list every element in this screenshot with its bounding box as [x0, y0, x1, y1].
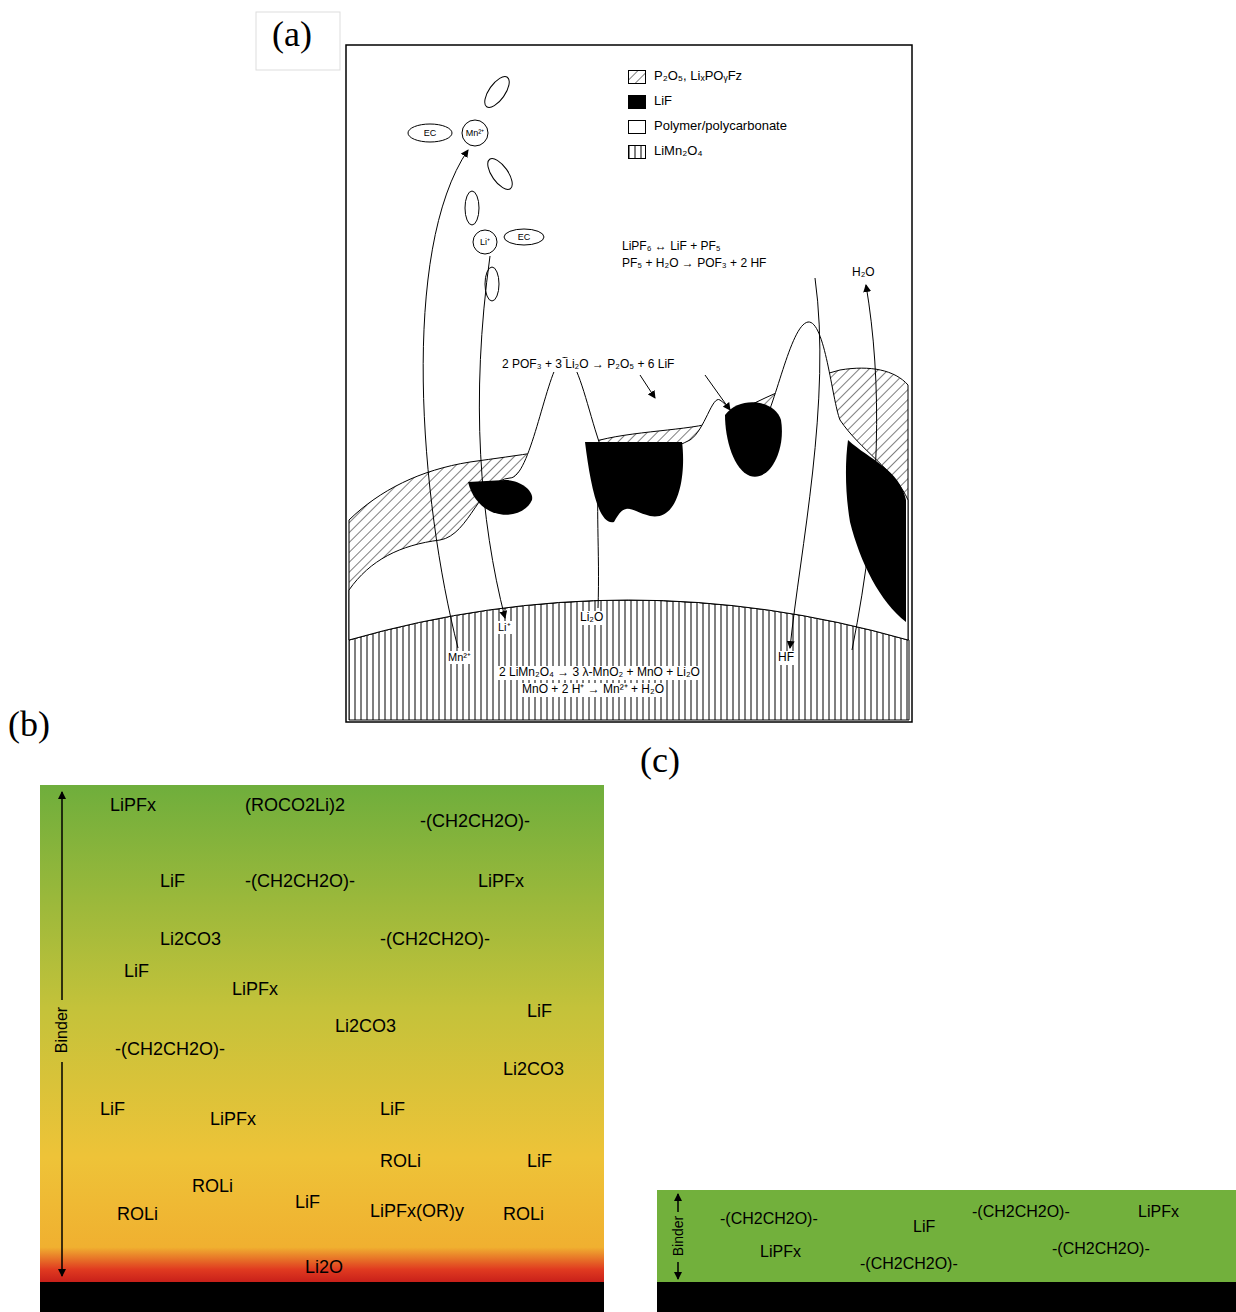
legend-swatch: [628, 70, 646, 84]
reaction-label: H₂O: [852, 266, 875, 280]
label-box: [256, 12, 340, 70]
chem-label: Li⁺: [480, 237, 490, 247]
lif-deposit: [468, 480, 532, 515]
chem-label: Li2O: [305, 1257, 343, 1278]
chem-label: ROLi: [192, 1176, 233, 1197]
reaction-label: LiPF₆ ↔ LiF + PF₅: [622, 240, 721, 254]
chem-label: -(CH2CH2O)-: [245, 871, 355, 892]
reaction-label: MnO + 2 H⁺ → Mn²⁺ + H₂O: [520, 683, 666, 697]
node-shape: BinderLiPFx(ROCO2Li)2-(CH2CH2O)-LiF-(CH2…: [40, 785, 604, 1282]
reaction-label: Mn²⁺: [446, 651, 473, 664]
chem-label: -(CH2CH2O)-: [972, 1203, 1070, 1221]
reaction-label: 2 POF₃ + 3 Li₂O → P₂O₅ + 6 LiF: [500, 358, 676, 372]
chem-label: LiF: [380, 1099, 405, 1120]
chem-label: ROLi: [503, 1204, 544, 1225]
node-shape: EC: [504, 229, 544, 245]
chem-label: Li2CO3: [160, 929, 221, 950]
chem-label: LiPFx: [1138, 1203, 1179, 1221]
chem-label: (ROCO2Li)2: [245, 795, 345, 816]
chem-label: LiF: [913, 1218, 935, 1236]
electrode: [657, 1282, 1236, 1312]
chem-label: LiF: [100, 1099, 125, 1120]
legend-swatch: [628, 145, 646, 159]
chem-label: -(CH2CH2O)-: [860, 1255, 958, 1273]
chem-label: LiPFx: [478, 871, 524, 892]
chem-label: -(CH2CH2O)-: [380, 929, 490, 950]
node-shape: Mn²⁺: [462, 120, 488, 146]
legend-text: P₂O₅, LiₓPOᵧFz: [654, 69, 742, 84]
node-shape: Binder -(CH2CH2O)- LiPFx -(CH2CH2O)- LiF -(CH…: [657, 1190, 1236, 1282]
legend-swatch: [628, 95, 646, 109]
panel-label: (b): [8, 704, 50, 745]
electrode: [40, 1282, 604, 1312]
polymer-layer: [349, 322, 908, 640]
chem-label: EC: [518, 232, 531, 242]
chem-label: LiPFx: [760, 1243, 801, 1261]
chem-label: LiPFx: [210, 1109, 256, 1130]
sei-band: [40, 785, 604, 1282]
chem-label: -(CH2CH2O)-: [1052, 1240, 1150, 1258]
chem-label: LiF: [527, 1001, 552, 1022]
legend-swatch: [628, 120, 646, 134]
reaction-label: PF₅ + H₂O → POF₃ + 2 HF: [622, 257, 766, 271]
lif-deposit: [725, 402, 782, 476]
panel-label: (c): [640, 740, 680, 781]
chem-label: EC: [424, 128, 437, 138]
chem-label: ROLi: [117, 1204, 158, 1225]
panel-label: (a): [272, 14, 312, 55]
chem-label: -(CH2CH2O)-: [420, 811, 530, 832]
legend-text: LiMn₂O₄: [654, 144, 703, 159]
chem-label: LiPFx: [110, 795, 156, 816]
chem-label: Mn²⁺: [466, 128, 485, 138]
panel-frame: [346, 45, 912, 722]
solvated-ion: [408, 73, 544, 301]
chem-label: ROLi: [380, 1151, 421, 1172]
chem-label: LiPFx(OR)y: [370, 1201, 464, 1222]
chem-label: LiPFx: [232, 979, 278, 1000]
legend-text: Polymer/polycarbonate: [654, 119, 787, 134]
chem-label: LiF: [160, 871, 185, 892]
chem-label: -(CH2CH2O)-: [720, 1210, 818, 1228]
chem-label: LiF: [124, 961, 149, 982]
reaction-label: Li⁺: [496, 621, 513, 634]
reaction-label: Li₂O: [578, 611, 605, 625]
reaction-arrow: [423, 150, 876, 650]
chem-label: -(CH2CH2O)-: [115, 1039, 225, 1060]
chem-label: Li2CO3: [335, 1016, 396, 1037]
binder-label: Binder: [53, 1007, 71, 1053]
binder-label: Binder: [670, 1216, 686, 1256]
sei-band: [657, 1190, 1236, 1282]
chem-label: Li2CO3: [503, 1059, 564, 1080]
node-shape: EC: [408, 124, 452, 142]
chem-label: LiF: [295, 1192, 320, 1213]
legend-text: LiF: [654, 94, 672, 109]
reaction-label: HF: [776, 651, 796, 665]
lif-deposit: [585, 442, 683, 522]
chem-label: LiF: [527, 1151, 552, 1172]
reaction-label: 2 LiMn₂O₄ → 3 λ-MnO₂ + MnO + Li₂O: [497, 666, 702, 680]
node-shape: Li⁺: [473, 230, 497, 254]
